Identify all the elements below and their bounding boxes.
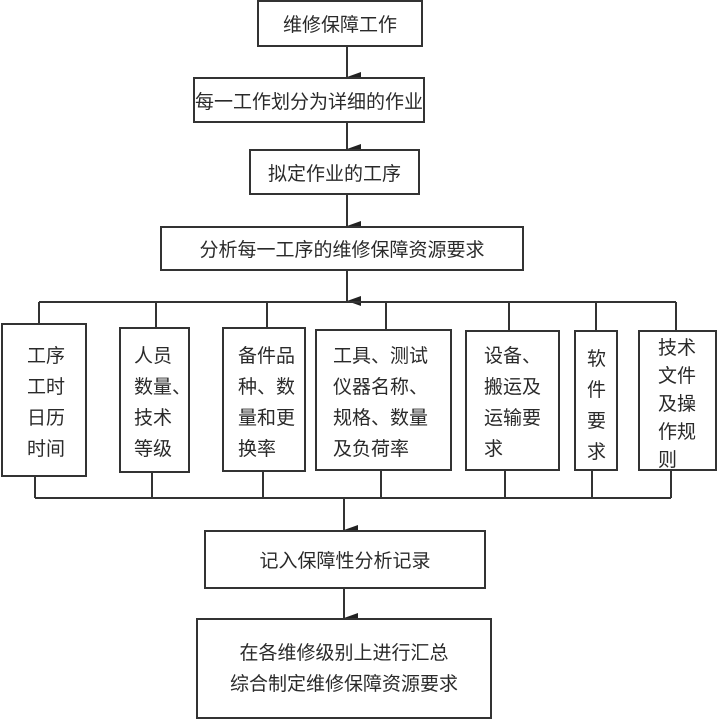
branch-line: 及操 [658, 393, 697, 415]
branch-line: 技术 [658, 337, 697, 359]
branch-line: 人员 [134, 345, 173, 367]
branch-line: 作规 [658, 421, 697, 443]
branch-box-software: 软 件 要 求 [574, 330, 618, 471]
branch-line: 种、数 [238, 376, 296, 398]
branch-line: 日历 [27, 407, 66, 429]
branch-box-tools: 工具、测试 仪器名称、 规格、数量 及负荷率 [315, 329, 452, 471]
branch-box-spares: 备件品 种、数 量和更 换率 [222, 327, 306, 472]
step3-box: 拟定作业的工序 [249, 149, 420, 195]
branch-line: 换率 [238, 438, 277, 460]
final-line-1: 在各维修级别上进行汇总 [239, 641, 449, 664]
branch-line: 量和更 [238, 407, 296, 429]
branch-line: 工时 [27, 376, 66, 398]
branch-line: 文件 [658, 365, 697, 387]
branch-line: 备件品 [238, 345, 296, 367]
branch-line: 求 [484, 438, 504, 460]
record-box: 记入保障性分析记录 [204, 530, 486, 589]
step2-box: 每一工作划分为详细的作业 [193, 77, 425, 123]
branch-line: 工具、测试 [333, 345, 429, 367]
branch-box-personnel: 人员 数量、 技术 等级 [119, 327, 192, 473]
final-box: 在各维修级别上进行汇总 综合制定维修保障资源要求 [196, 618, 492, 719]
branch-line: 求 [587, 441, 607, 463]
branch-line: 设备、 [484, 345, 542, 367]
branch-box-work-hours: 工序 工时 日历 时间 [1, 323, 87, 477]
step1-label: 维修保障工作 [282, 14, 397, 36]
step1-box: 维修保障工作 [257, 0, 423, 47]
branch-line: 则 [658, 449, 678, 471]
branch-line: 及负荷率 [333, 438, 410, 460]
branch-line: 时间 [27, 438, 66, 460]
step4-box: 分析每一工序的维修保障资源要求 [160, 226, 524, 271]
branch-line: 数量、 [134, 376, 192, 398]
branch-line: 工序 [27, 345, 66, 367]
branch-box-tech-docs: 技术 文件 及操 作规 则 [638, 330, 717, 471]
branch-line: 运输要 [484, 407, 542, 429]
branch-box-equipment: 设备、 搬运及 运输要 求 [465, 330, 560, 471]
branch-line: 仪器名称、 [333, 376, 429, 398]
branch-line: 搬运及 [484, 376, 542, 398]
step4-label: 分析每一工序的维修保障资源要求 [199, 239, 485, 261]
branch-line: 件 [587, 379, 607, 401]
step2-label: 每一工作划分为详细的作业 [195, 90, 424, 113]
branch-line: 规格、数量 [333, 407, 429, 429]
branch-line: 要 [587, 410, 607, 432]
branch-line: 软 [587, 348, 607, 370]
record-label: 记入保障性分析记录 [259, 550, 431, 572]
step3-label: 拟定作业的工序 [267, 162, 401, 185]
branch-line: 技术 [134, 407, 173, 429]
final-line-2: 综合制定维修保障资源要求 [229, 672, 458, 695]
branch-line: 等级 [134, 438, 173, 460]
